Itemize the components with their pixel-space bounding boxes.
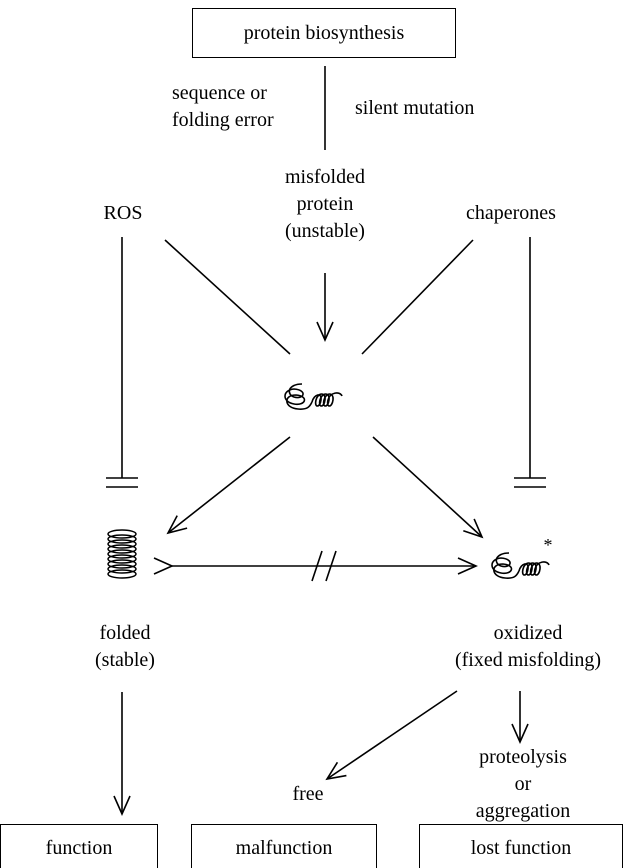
function-label: function bbox=[45, 836, 113, 859]
chaperones-label: chaperones bbox=[466, 202, 556, 224]
malfunction-box: malfunction bbox=[191, 824, 377, 868]
folded-protein-helix-icon bbox=[107, 529, 137, 579]
oxidized-to-free-arrow bbox=[325, 690, 458, 781]
proteolysis-label: proteolysis or aggregation bbox=[475, 746, 571, 822]
malfunction-label: malfunction bbox=[235, 836, 333, 859]
folded-label: folded (stable) bbox=[95, 622, 155, 671]
break-mark-1 bbox=[311, 550, 323, 582]
lost-function-label: lost function bbox=[470, 836, 572, 859]
unfolded-protein-squiggle-icon bbox=[284, 383, 343, 410]
ros-diagonal-line bbox=[164, 239, 291, 355]
oxidation-asterisk: * bbox=[543, 535, 553, 555]
error-label: sequence or folding error bbox=[172, 82, 274, 131]
oxidized-label: oxidized (fixed misfolding) bbox=[454, 622, 602, 671]
protein-biosynthesis-label: protein biosynthesis bbox=[243, 21, 405, 44]
chaperones-diagonal-line bbox=[361, 239, 474, 355]
coil-to-folded-arrow bbox=[166, 436, 291, 535]
silent-mutation-label: silent mutation bbox=[355, 97, 475, 119]
break-mark-2 bbox=[325, 550, 337, 582]
coil-to-oxidized-arrow bbox=[372, 436, 484, 539]
misfolded-protein-label: misfolded protein (unstable) bbox=[285, 166, 365, 242]
lost-function-box: lost function bbox=[419, 824, 623, 868]
ros-label: ROS bbox=[103, 202, 143, 224]
protein-biosynthesis-box: protein biosynthesis bbox=[192, 8, 456, 58]
oxidized-protein-squiggle-icon bbox=[491, 552, 550, 579]
function-box: function bbox=[0, 824, 158, 868]
free-label: free bbox=[292, 783, 324, 805]
